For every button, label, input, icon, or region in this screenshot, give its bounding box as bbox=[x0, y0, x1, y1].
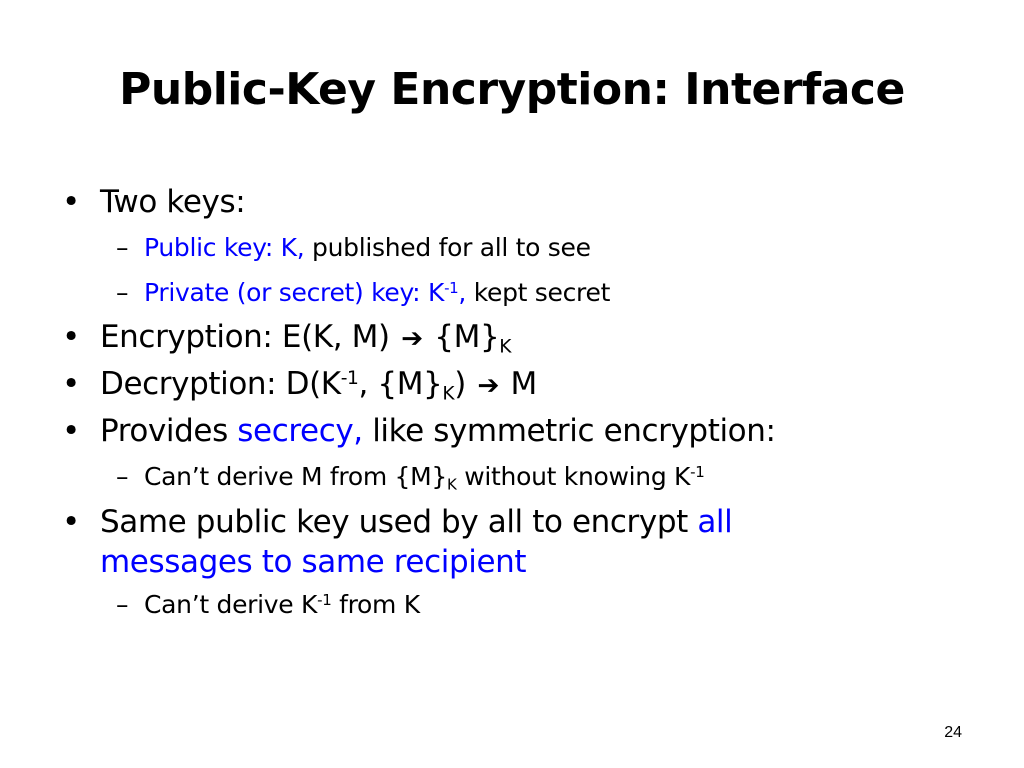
subscript: K bbox=[442, 383, 455, 405]
subbullet-text-pre: Can’t derive M from {M} bbox=[144, 462, 448, 491]
bullet-encryption: • Encryption: E(K, M) ➔ {M}K bbox=[62, 315, 962, 362]
bullet-text-pre: Decryption: D(K bbox=[100, 366, 341, 402]
subbullet-cant-derive-m: – Can’t derive M from {M}K without knowi… bbox=[62, 454, 962, 499]
highlight-text: Public key: K, bbox=[144, 233, 305, 262]
bullet-text-pre: Same public key used by all to encrypt bbox=[100, 504, 698, 540]
highlight-text-comma: , bbox=[458, 278, 467, 307]
dash-icon: – bbox=[116, 233, 129, 262]
bullet-icon: • bbox=[62, 413, 80, 449]
subbullet-text: published for all to see bbox=[304, 233, 591, 262]
bullet-text-mid: , {M} bbox=[358, 366, 443, 402]
bullet-text-post: ) bbox=[454, 366, 476, 402]
bullet-icon: • bbox=[62, 184, 80, 220]
highlight-text: secrecy, bbox=[237, 413, 363, 449]
bullet-text: Two keys: bbox=[100, 184, 246, 220]
bullet-two-keys: • Two keys: bbox=[62, 180, 962, 225]
bullet-text-post: like symmetric encryption: bbox=[362, 413, 776, 449]
bullet-text-pre: Encryption: E(K, M) bbox=[100, 319, 400, 355]
superscript: -1 bbox=[444, 278, 459, 297]
right-arrow-icon: ➔ bbox=[477, 371, 500, 401]
slide-title: Public-Key Encryption: Interface bbox=[119, 64, 905, 115]
bullet-icon: • bbox=[62, 366, 80, 402]
bullet-text-post: {M} bbox=[424, 319, 500, 355]
highlight-text: Private (or secret) key: K-1, bbox=[144, 278, 466, 307]
bullet-secrecy: • Provides secrecy, like symmetric encry… bbox=[62, 409, 962, 454]
dash-icon: – bbox=[116, 278, 129, 307]
right-arrow-icon: ➔ bbox=[401, 324, 423, 354]
superscript: -1 bbox=[317, 590, 332, 609]
subbullet-text-pre: Can’t derive K bbox=[144, 590, 318, 619]
subbullet-text-post: from K bbox=[331, 590, 420, 619]
highlight-text: all bbox=[697, 504, 733, 540]
bullet-text-end: M bbox=[501, 366, 537, 402]
dash-icon: – bbox=[116, 590, 129, 619]
subscript: K bbox=[447, 475, 457, 494]
bullet-decryption: • Decryption: D(K-1, {M}K) ➔ M bbox=[62, 362, 962, 409]
slide-body: • Two keys: – Public key: K, published f… bbox=[62, 180, 962, 627]
subbullet-text-mid: without knowing K bbox=[456, 462, 691, 491]
superscript: -1 bbox=[340, 367, 359, 389]
bullet-icon: • bbox=[62, 504, 80, 540]
subbullet-cant-derive-k: – Can’t derive K-1 from K bbox=[62, 582, 962, 627]
page-number: 24 bbox=[944, 724, 962, 741]
bullet-text-pre: Provides bbox=[100, 413, 238, 449]
subbullet-public-key: – Public key: K, published for all to se… bbox=[62, 225, 962, 270]
superscript: -1 bbox=[690, 462, 705, 481]
highlight-text-main: Private (or secret) key: K bbox=[144, 278, 445, 307]
subscript: K bbox=[499, 336, 512, 358]
bullet-same-public-key: • Same public key used by all to encrypt… bbox=[62, 502, 962, 582]
subbullet-text: kept secret bbox=[466, 278, 611, 307]
subbullet-private-key: – Private (or secret) key: K-1, kept sec… bbox=[62, 270, 962, 315]
highlight-text-line2: messages to same recipient bbox=[100, 544, 527, 580]
bullet-icon: • bbox=[62, 319, 80, 355]
dash-icon: – bbox=[116, 462, 129, 491]
